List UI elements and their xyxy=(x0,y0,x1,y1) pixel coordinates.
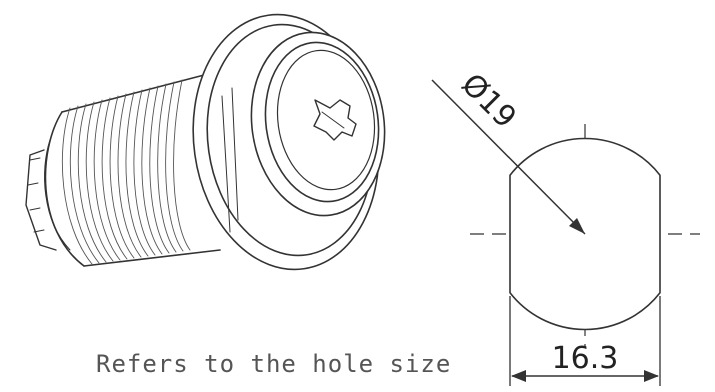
width-label: 16.3 xyxy=(552,341,619,376)
keyhole-icon xyxy=(313,99,357,141)
width-arrow-left xyxy=(511,370,526,382)
width-arrow-right xyxy=(644,370,659,382)
diameter-arrowhead xyxy=(569,218,585,234)
diameter-leader xyxy=(431,79,586,235)
caption: Refers to the hole size xyxy=(96,350,452,378)
threaded-barrel xyxy=(25,72,222,268)
cam-lock-illustration xyxy=(25,13,386,271)
hole-profile xyxy=(431,79,700,386)
diameter-label: Ø19 xyxy=(454,67,522,135)
thread-rings xyxy=(61,79,191,265)
